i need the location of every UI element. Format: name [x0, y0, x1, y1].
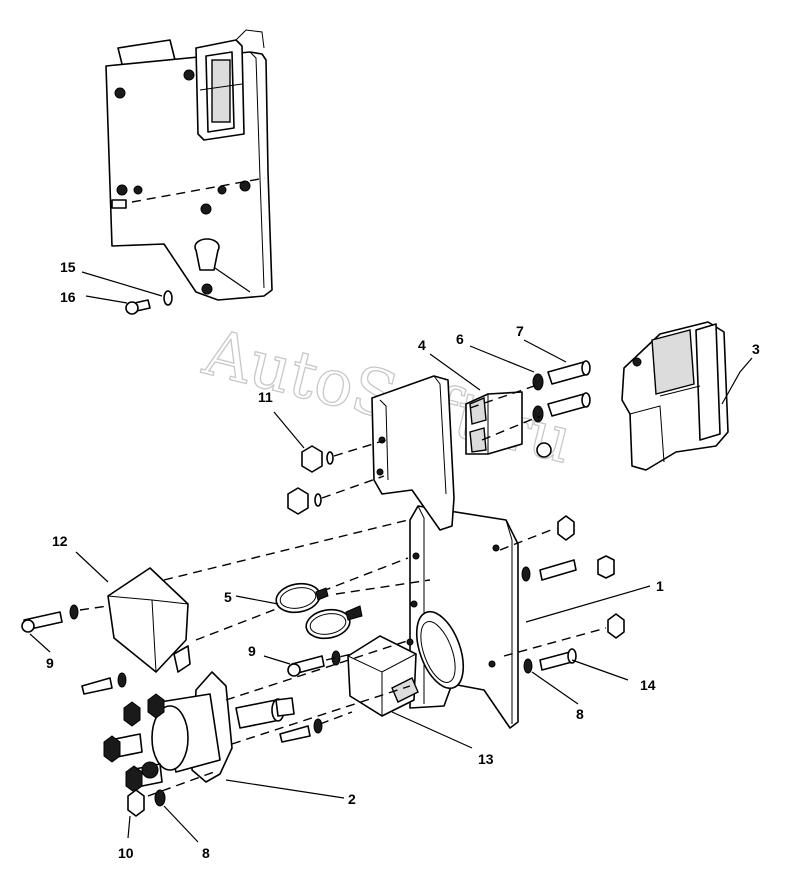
callout-9-left: 9 — [46, 655, 54, 671]
main-bracket — [371, 375, 519, 729]
bolt-washer-15-16 — [81, 271, 173, 315]
callout-9-center: 9 — [248, 643, 256, 659]
callout-7: 7 — [516, 323, 524, 339]
callout-8-right: 8 — [576, 706, 584, 722]
callout-11: 11 — [258, 389, 273, 405]
callout-3: 3 — [752, 341, 760, 357]
solenoid-2 — [103, 639, 411, 817]
box-component-12 — [21, 519, 409, 695]
callout-2: 2 — [348, 791, 356, 807]
bolts-6-7 — [469, 360, 591, 458]
callout-10: 10 — [118, 845, 134, 861]
callout-labels: 1 2 3 4 5 6 7 8 8 9 9 10 11 12 13 14 15 … — [46, 259, 760, 861]
callout-5: 5 — [224, 589, 232, 605]
callout-14: 14 — [640, 677, 656, 693]
nuts-11 — [287, 439, 387, 515]
box-component-13 — [279, 635, 419, 743]
callout-13: 13 — [478, 751, 494, 767]
callout-8-bottom: 8 — [202, 845, 210, 861]
callout-1: 1 — [656, 578, 664, 594]
assembled-view — [105, 29, 273, 301]
callout-12: 12 — [52, 533, 68, 549]
relay-block — [621, 321, 729, 471]
callout-16: 16 — [60, 289, 76, 305]
callout-6: 6 — [456, 331, 464, 347]
small-bracket — [465, 391, 523, 455]
callout-15: 15 — [60, 259, 76, 275]
leader-lines — [29, 339, 753, 843]
hose-clamps-5 — [275, 579, 431, 640]
right-nuts — [499, 515, 625, 674]
callout-4: 4 — [418, 337, 426, 353]
